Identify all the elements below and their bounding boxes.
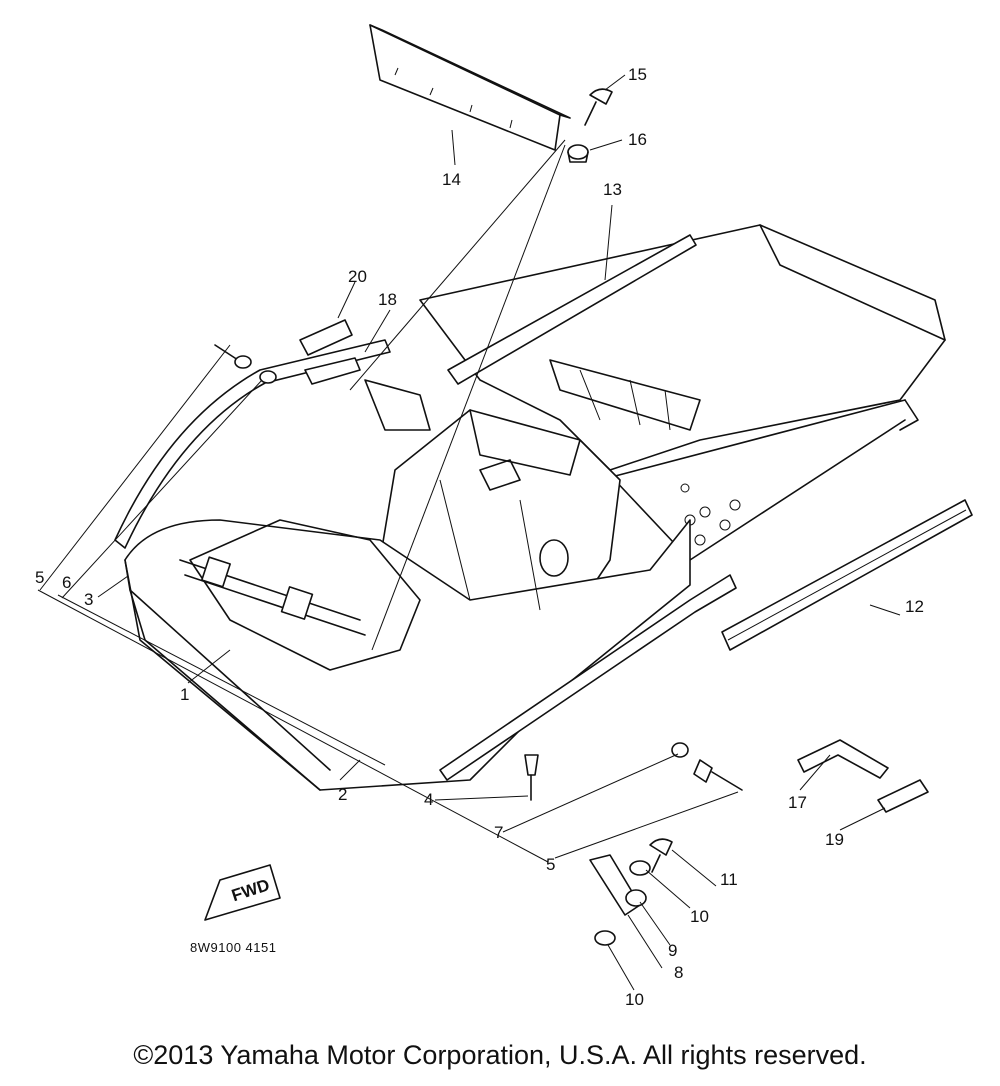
rail-right [439,574,737,781]
direction-arrow-icon: FWD [204,864,281,921]
figure-code: 8W9100 4151 [190,940,276,955]
callout-1: 1 [180,685,189,704]
callout-10-bottom: 10 [625,990,644,1009]
part-18 [304,357,361,385]
callout-16: 16 [628,130,647,149]
callout-13: 13 [603,180,622,199]
callout-19: 19 [825,830,844,849]
leader-lines [37,74,901,991]
callout-18: 18 [378,290,397,309]
callout-8: 8 [674,963,683,982]
part-14-cover [369,24,571,151]
callout-17: 17 [788,793,807,812]
callout-9: 9 [668,941,677,960]
part-20 [299,319,353,356]
callout-20: 20 [348,267,367,286]
fasteners [214,88,743,946]
callout-12: 12 [905,597,924,616]
callout-4: 4 [424,790,433,809]
callout-14: 14 [442,170,461,189]
callout-6: 6 [62,573,71,592]
exploded-parts-diagram: FWD 1 2 3 4 5 5 6 [35,24,973,1009]
callout-3: 3 [84,590,93,609]
part-17 [797,739,889,779]
callout-15: 15 [628,65,647,84]
callout-numbers: 1 2 3 4 5 5 6 7 8 9 10 10 11 12 13 14 15… [35,65,924,1009]
callout-10-top: 10 [690,907,709,926]
callout-2: 2 [338,785,347,804]
part-13-strip [447,234,697,385]
part-19 [877,779,929,813]
small-pads [299,319,929,813]
copyright-notice: ©2013 Yamaha Motor Corporation, U.S.A. A… [133,1040,867,1070]
part-12-strip [721,499,973,651]
callout-7: 7 [494,823,503,842]
callout-5-right: 5 [546,855,555,874]
callout-5-left: 5 [35,568,44,587]
callout-11: 11 [720,870,738,889]
